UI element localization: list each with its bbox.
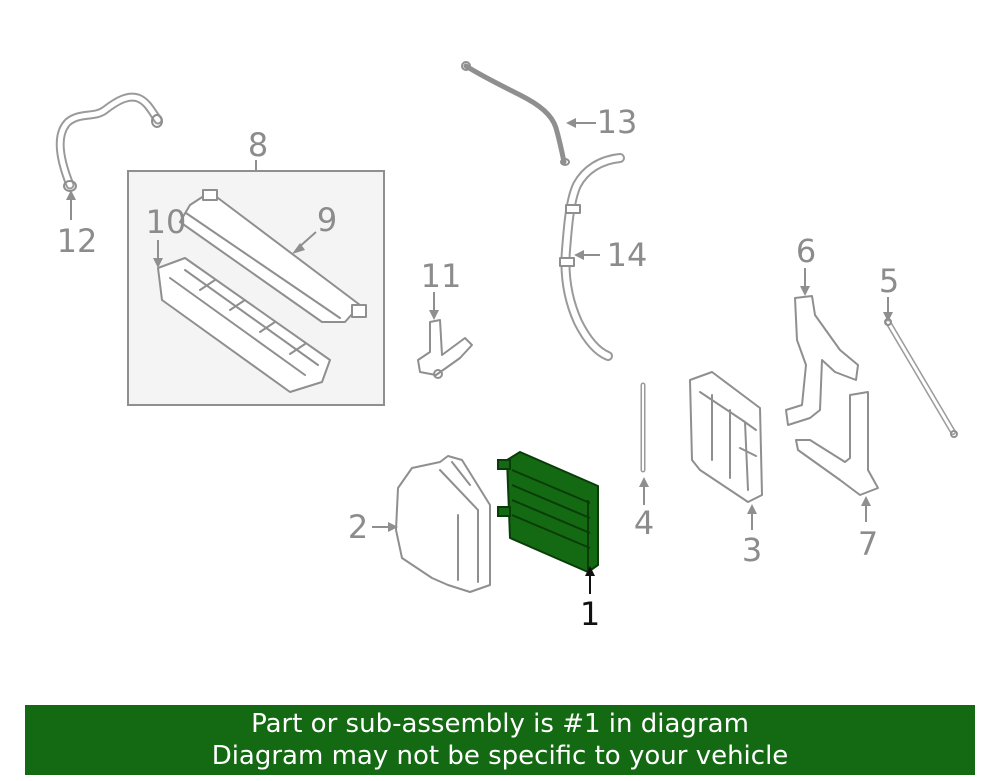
callout-11[interactable]: 11 [421,257,462,295]
callout-7[interactable]: 7 [858,525,878,563]
banner-line-1: Part or sub-assembly is #1 in diagram [251,709,749,739]
part-13-hose[interactable] [461,61,570,166]
callout-5[interactable]: 5 [879,262,899,300]
part-6-bracket[interactable] [785,295,859,426]
callout-4[interactable]: 4 [634,504,654,542]
callout-10[interactable]: 10 [146,203,187,241]
part-3-shroud[interactable] [689,371,763,503]
callout-arrows [66,118,893,594]
part-9-heater-core[interactable] [179,189,367,323]
callout-8[interactable]: 8 [248,126,268,164]
callout-13[interactable]: 13 [597,103,638,141]
info-banner: Part or sub-assembly is #1 in diagram Di… [25,705,975,775]
callout-14[interactable]: 14 [607,236,648,274]
part-7-bracket[interactable] [795,391,879,496]
part-5-rod[interactable] [884,318,958,438]
callout-3[interactable]: 3 [742,531,762,569]
callout-2[interactable]: 2 [348,508,368,546]
callout-6[interactable]: 6 [796,232,816,270]
part-11-bracket[interactable] [417,319,473,379]
callout-9[interactable]: 9 [317,201,337,239]
part-14-hose[interactable] [559,153,625,361]
part-10-housing-tray[interactable] [157,257,331,393]
callout-12[interactable]: 12 [57,222,98,260]
callout-1[interactable]: 1 [580,595,600,633]
part-12-hose[interactable] [55,92,163,192]
part-1-oil-cooler[interactable] [497,451,599,573]
banner-line-2: Diagram may not be specific to your vehi… [211,741,789,771]
part-2-air-duct[interactable] [395,455,491,593]
